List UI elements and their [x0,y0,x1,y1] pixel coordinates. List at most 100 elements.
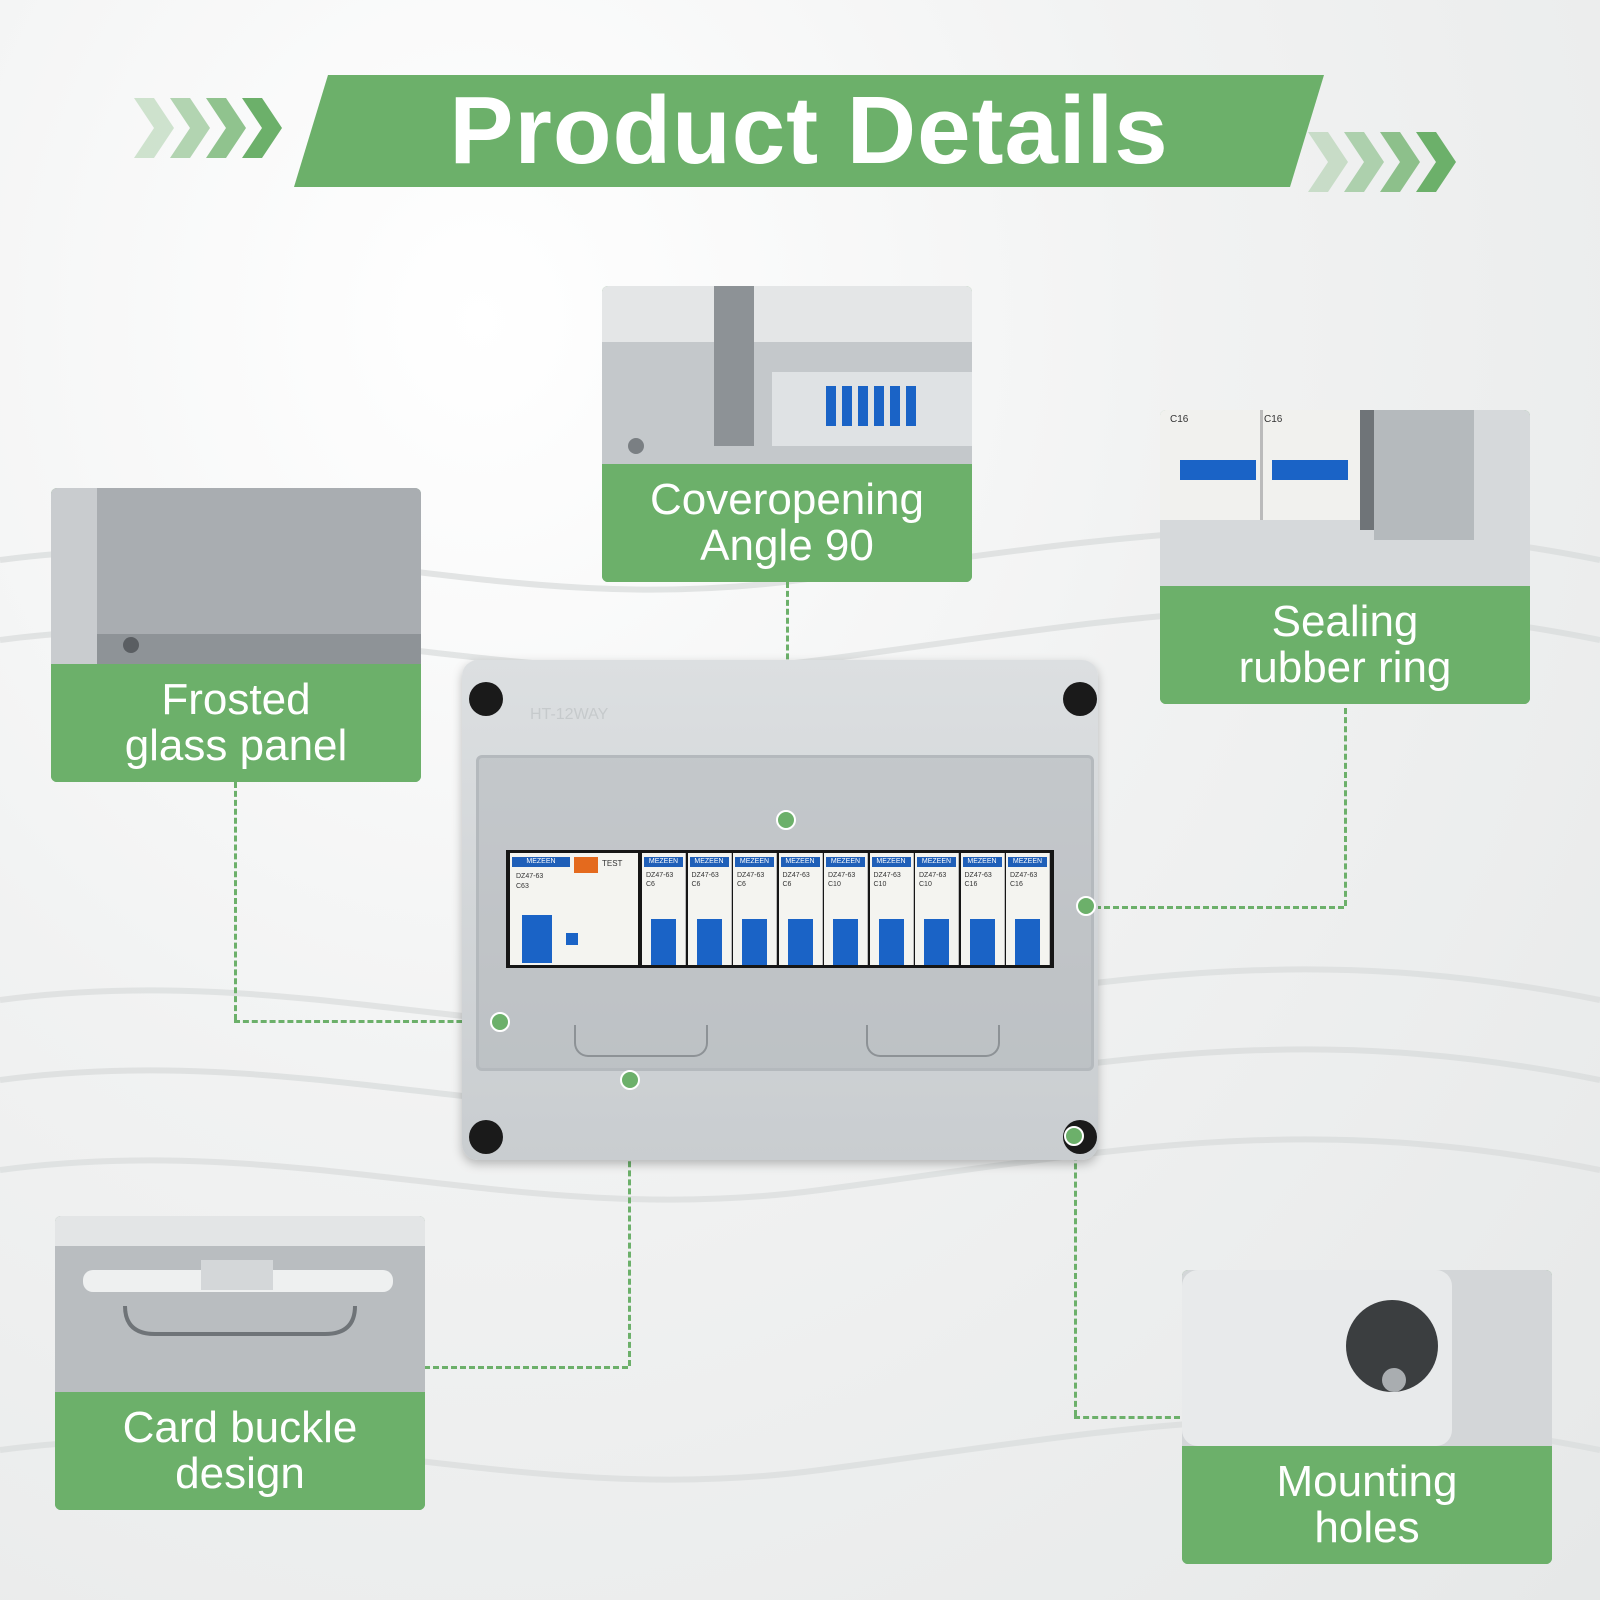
leader-buckle-vertical [628,1080,631,1366]
breaker-rating: C6 [737,881,746,888]
breaker-brand: MEZEEN [871,857,911,867]
card-buckle-photo [55,1216,425,1392]
leader-buckle-horizontal [424,1366,628,1369]
callout-cover-line1: Coveropening [650,475,924,524]
test-button[interactable] [574,857,598,873]
screw-icon [469,1120,503,1154]
breaker-brand: MEZEEN [780,857,820,867]
breaker-model-text: DZ47-63 [873,872,901,879]
breaker-model-text: DZ47-63 [691,872,719,879]
leader-sealing-vertical [1344,708,1347,906]
rcbo-test-label: TEST [602,859,623,868]
callout-frosted-line1: Frosted [161,675,311,724]
leader-sealing-horizontal [1086,906,1344,909]
callout-buckle-line1: Card buckle [122,1403,358,1452]
breaker-handle[interactable] [696,919,722,965]
breaker-handle[interactable] [787,919,813,965]
rcbo-model: DZ47-63 [516,873,544,880]
rcbo-breaker: MEZEEN TEST DZ47-63 C63 [510,853,638,965]
breaker-rating: C6 [782,881,792,888]
breaker-brand: MEZEEN [826,857,865,867]
rcbo-handle[interactable] [522,915,552,963]
leader-frosted-horizontal [234,1020,498,1023]
breaker-brand: MEZEEN [917,857,956,867]
breaker-rating: C10 [873,881,887,888]
screw-icon [469,682,503,716]
callout-frosted-line2: glass panel [124,721,348,770]
breaker-model-text: DZ47-63 [964,872,992,879]
breaker-brand: MEZEEN [735,857,774,867]
chevrons-right-icon [1308,132,1456,192]
breaker-rating: C16 [1010,881,1023,888]
breaker-rating: C10 [828,881,841,888]
breaker-rating: C16 [964,881,978,888]
leader-mounting-vertical [1074,1136,1077,1416]
breaker-model-text: DZ47-63 [737,872,765,879]
box-model-label: HT-12WAY [530,706,609,723]
breaker-handle[interactable] [878,919,904,965]
breaker-handle[interactable] [651,919,676,965]
breaker-brand: MEZEEN [962,857,1002,867]
breaker-model-text: DZ47-63 [919,872,947,879]
breaker-handle[interactable] [924,919,949,965]
breaker-brand: MEZEEN [689,857,729,867]
breaker-brand: MEZEEN [644,857,683,867]
rcbo-reset[interactable] [566,933,578,945]
callout-sealing-line1: Sealing [1271,597,1419,646]
callout-dot-mounting [1064,1126,1084,1146]
breaker-handle[interactable] [742,919,767,965]
cover-opening-photo [602,286,972,464]
card-buckle-left[interactable] [574,1025,708,1057]
callout-mounting-line1: Mounting [1276,1457,1458,1506]
svg-text:C16: C16 [1264,414,1283,425]
breaker-handle[interactable] [969,919,995,965]
breaker-rating: C10 [919,881,932,888]
rcbo-brand: MEZEEN [512,857,570,867]
frosted-glass-photo [51,488,421,664]
callout-dot-sealing [1076,896,1096,916]
leader-mounting-horizontal [1074,1416,1180,1419]
breaker-model-text: DZ47-63 [782,872,810,879]
card-buckle-right[interactable] [866,1025,1000,1057]
leader-frosted-vertical [234,782,237,1020]
svg-text:C16: C16 [1170,414,1189,425]
breaker-model-text: DZ47-63 [828,872,856,879]
breaker-model-text: DZ47-63 [646,872,674,879]
rcbo-rating: C63 [516,883,529,890]
callout-mounting-line2: holes [1314,1503,1420,1552]
page-title: Product Details [449,77,1169,184]
callout-dot-cover [776,810,796,830]
breaker-handle[interactable] [833,919,858,965]
callout-dot-frosted [490,1012,510,1032]
banner-background [294,75,1324,187]
callout-sealing-line2: rubber ring [1238,643,1452,692]
breaker-rating: C6 [691,881,701,888]
breaker-handle[interactable] [1015,919,1040,965]
